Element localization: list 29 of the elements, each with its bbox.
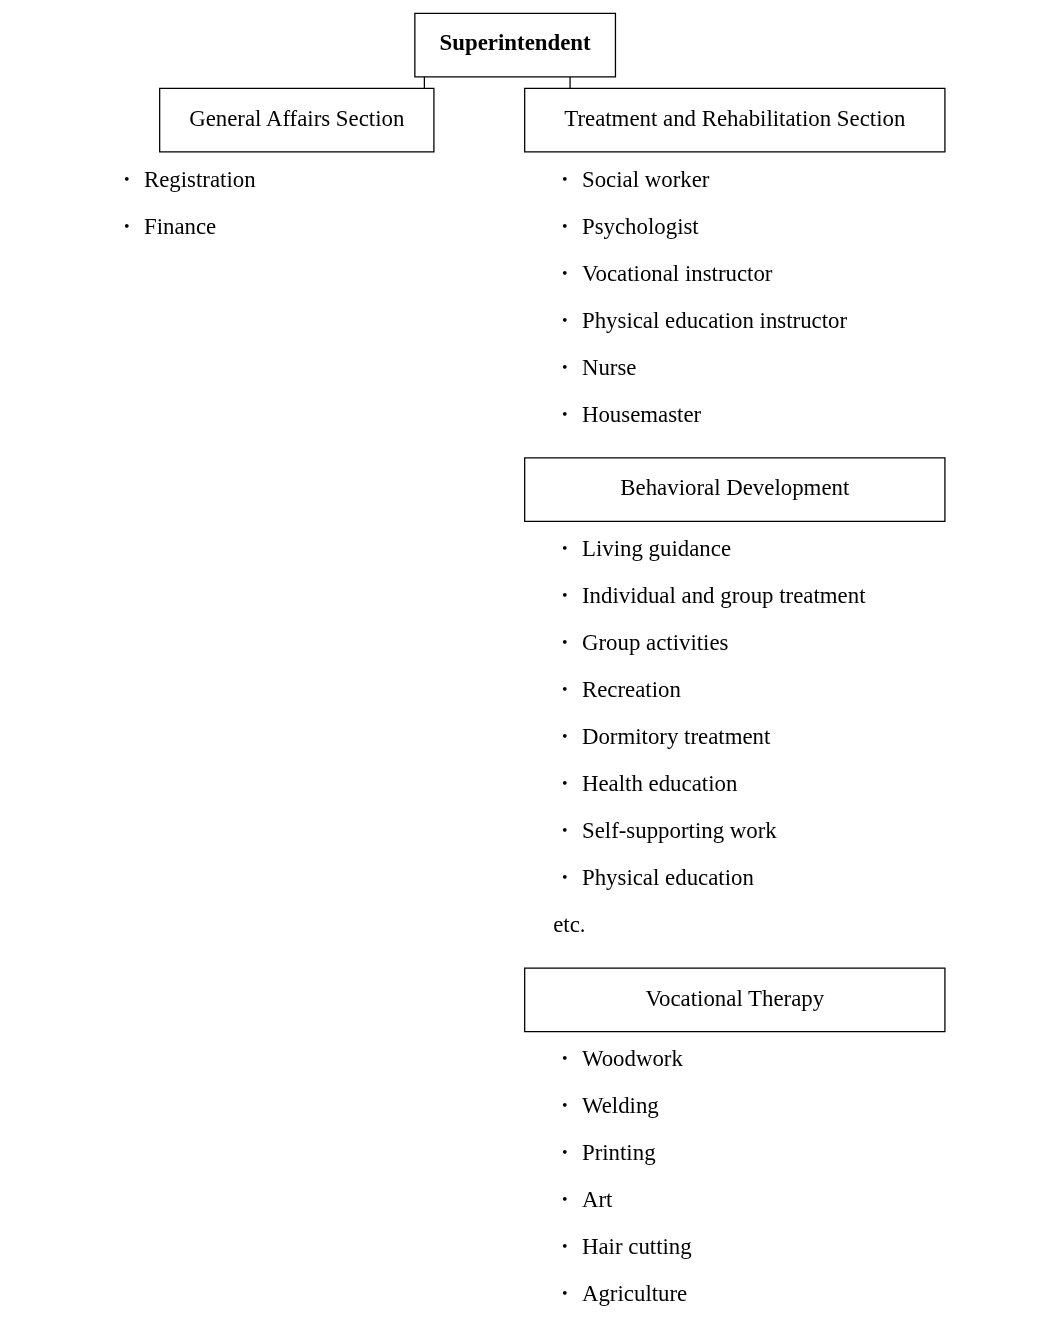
label: etc. xyxy=(552,911,586,937)
node-box: Behavioral Development xyxy=(523,457,946,522)
label: ・ Hair cutting xyxy=(552,1234,692,1260)
label: ・ Vocational instructor xyxy=(552,260,772,286)
label: ・ Woodwork xyxy=(552,1046,683,1072)
label: ・ Agriculture xyxy=(552,1281,687,1307)
node-box: General Affairs Section xyxy=(158,87,435,153)
node-box: Vocational Therapy xyxy=(523,967,946,1033)
label: ・ Welding xyxy=(552,1093,659,1119)
label: ・ Art xyxy=(552,1187,612,1213)
label: ・ Individual and group treatment xyxy=(552,583,866,609)
node-box: Superintendent xyxy=(413,12,616,78)
label: ・ Nurse xyxy=(552,354,637,380)
label: ・ Housemaster xyxy=(552,401,701,427)
label: ・ Dormitory treatment xyxy=(552,723,770,749)
label: ・ Group activities xyxy=(552,630,729,656)
label: ・ Physical education instructor xyxy=(552,307,847,333)
connector xyxy=(568,76,571,89)
label: ・ Recreation xyxy=(552,677,681,703)
label: ・ Living guidance xyxy=(552,536,731,562)
label: ・ Self-supporting work xyxy=(552,817,777,843)
label: ・ Registration xyxy=(114,166,256,192)
label: ・ Health education xyxy=(552,770,737,796)
label: ・ Printing xyxy=(552,1140,656,1166)
label: ・ Finance xyxy=(114,213,216,239)
label: ・ Psychologist xyxy=(552,213,699,239)
label: ・ Social worker xyxy=(552,166,709,192)
node-box: Treatment and Rehabilitation Section xyxy=(523,87,946,153)
label: ・ Physical education xyxy=(552,864,754,890)
